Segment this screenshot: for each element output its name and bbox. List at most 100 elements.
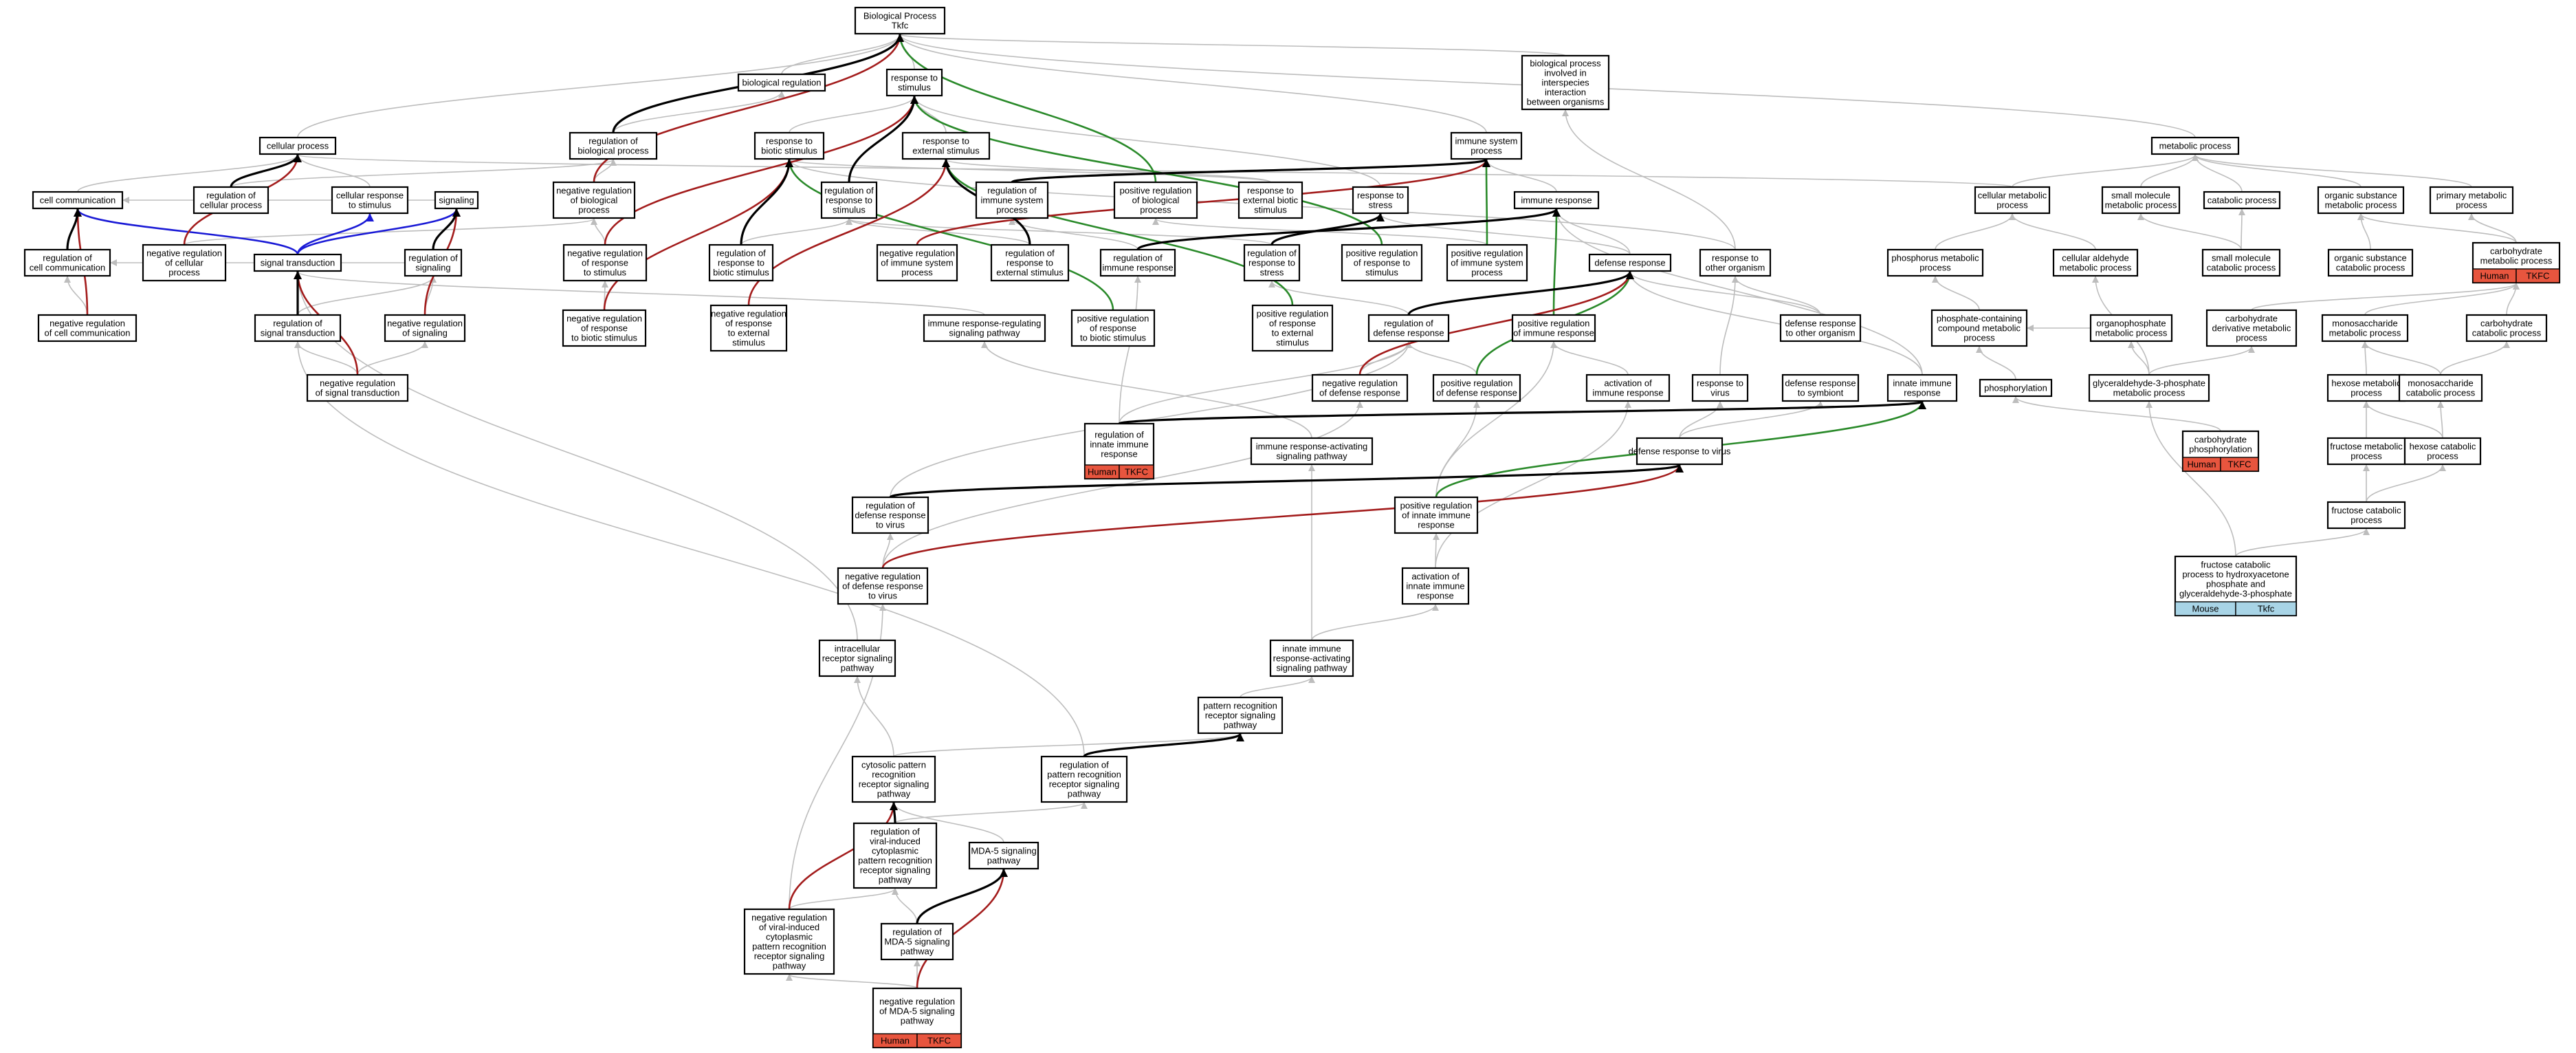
edge-red <box>916 869 1008 989</box>
go-term-node[interactable]: innate immuneresponse-activatingsignalin… <box>1269 639 1354 677</box>
go-term-node[interactable]: defense response to virus <box>1629 437 1731 466</box>
go-term-node[interactable]: cell communication <box>32 191 124 210</box>
go-term-node[interactable]: signal transduction <box>253 253 342 272</box>
node-box <box>2317 186 2405 215</box>
go-term-node[interactable]: catabolic process <box>2203 191 2281 210</box>
go-term-node[interactable]: signaling <box>434 191 479 210</box>
go-term-node[interactable]: immune response <box>1513 191 1600 210</box>
edge-gray <box>294 341 1085 757</box>
go-term-node[interactable]: metabolic process <box>2150 136 2240 155</box>
go-term-node[interactable]: defense response <box>1588 253 1672 272</box>
human-species-badge: TKFC <box>1119 464 1154 479</box>
go-term-node[interactable]: biological regulation <box>737 73 826 92</box>
go-term-node[interactable]: phosphorylation <box>1979 378 2053 398</box>
go-term-node[interactable]: cellular process <box>258 136 337 155</box>
node-label-line: response to <box>826 195 872 206</box>
go-term-node[interactable]: regulation ofviral-inducedcytoplasmicpat… <box>852 822 938 889</box>
node-label-line: positive regulation <box>1346 248 1418 259</box>
